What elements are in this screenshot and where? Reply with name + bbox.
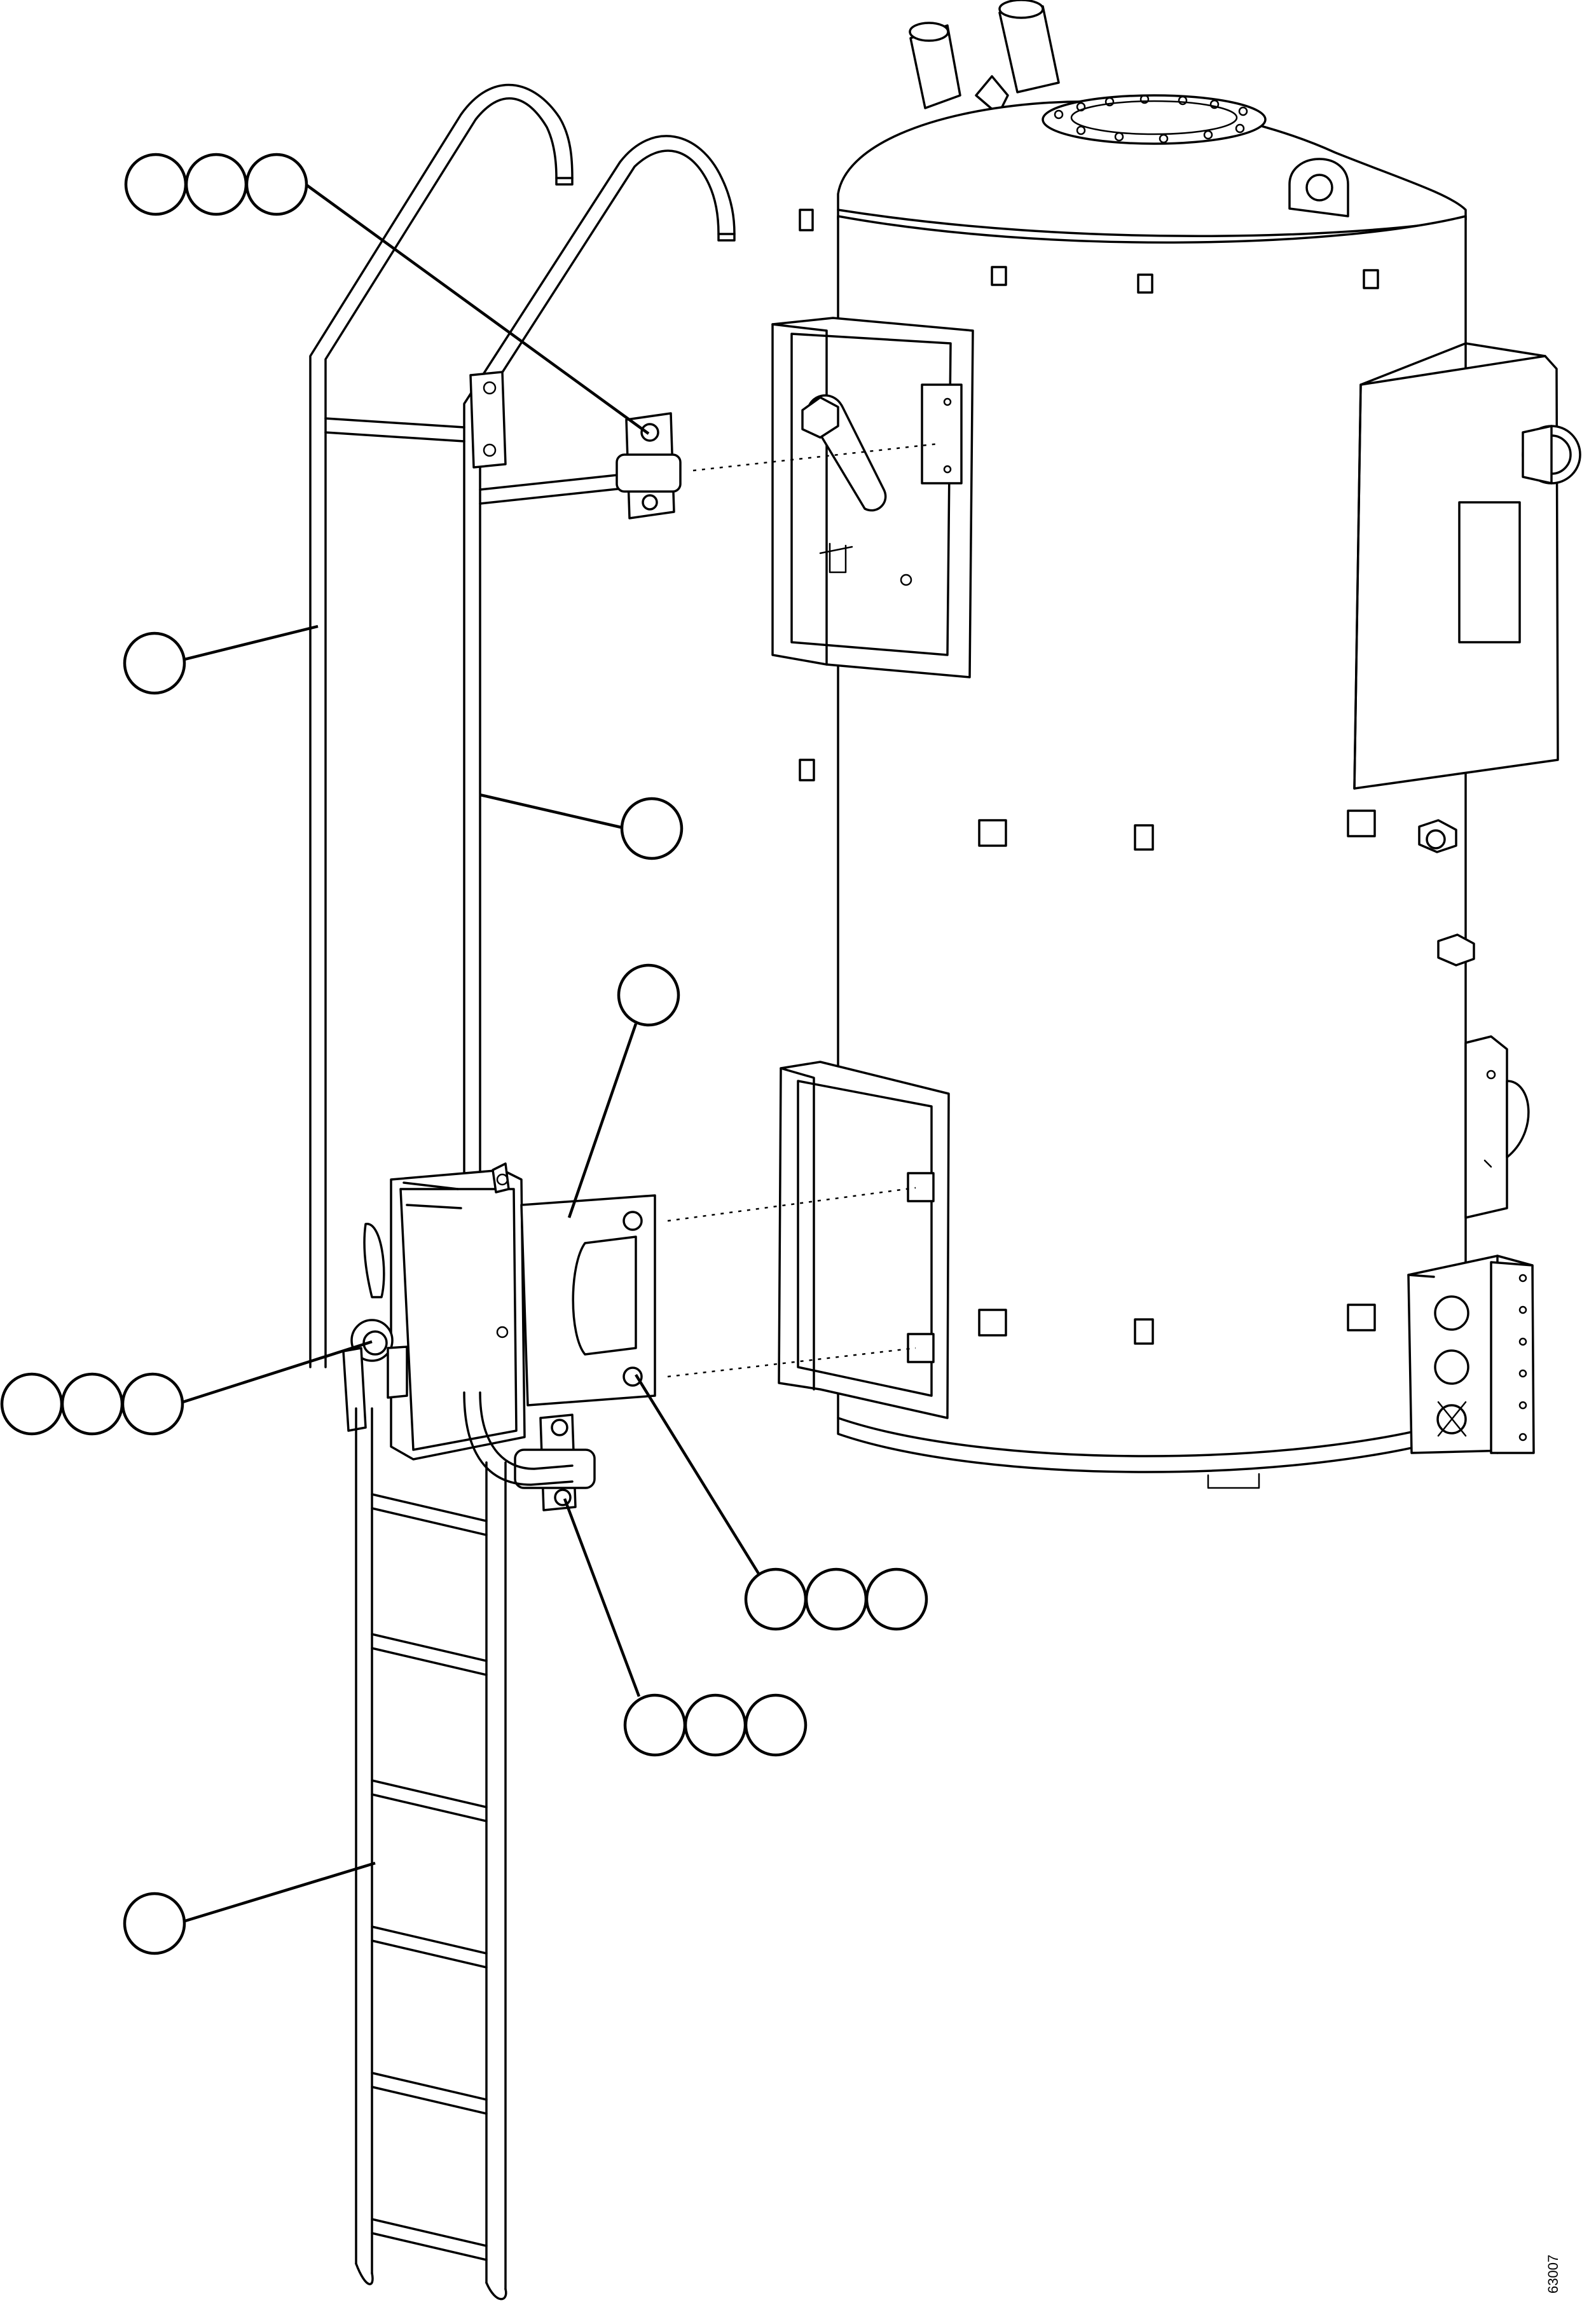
- callout-bubble: [245, 153, 308, 216]
- upper-left-box: [771, 317, 974, 678]
- callout-bubble: [684, 1693, 747, 1757]
- callout-bubble: [623, 1693, 687, 1757]
- callout-bubble-rail-right: [620, 797, 684, 860]
- callout-bubble: [744, 1693, 808, 1757]
- shell-fittings: [1418, 819, 1475, 967]
- leader-lines: [176, 182, 761, 1925]
- callout-bubble: [0, 1372, 64, 1436]
- callout-bubble: [865, 1567, 928, 1631]
- callout-bubble-bracket: [617, 963, 680, 1027]
- lower-ladder: [342, 1347, 574, 2301]
- manhole-cover: [1042, 94, 1267, 145]
- callout-group-1: [124, 153, 308, 216]
- upper-bracket-left: [469, 371, 507, 469]
- callout-bubble-lower-ladder: [123, 1892, 186, 1955]
- callout-group-4: [623, 1693, 808, 1757]
- upper-ladder: [309, 83, 736, 1394]
- callout-bubble: [121, 1372, 184, 1436]
- top-valves: [909, 0, 1060, 116]
- right-panel: [1353, 342, 1581, 790]
- drawing-code: 63007: [1545, 2255, 1561, 2294]
- ladder-rungs: [371, 1493, 488, 2261]
- alignment-lines: [667, 443, 939, 1378]
- callout-group-3: [744, 1567, 928, 1631]
- right-side-fitting: [1464, 1035, 1530, 1219]
- shell-lugs: [799, 209, 1379, 1345]
- callout-group-2: [0, 1372, 184, 1436]
- lower-mount-bracket: [350, 1162, 656, 1511]
- upper-bracket-right: [616, 412, 682, 519]
- callout-bubble: [744, 1567, 808, 1631]
- callout-bubble: [804, 1567, 868, 1631]
- callout-bubble-rail-left: [123, 631, 186, 695]
- callout-bubble: [184, 153, 248, 216]
- tank: [771, 0, 1581, 1489]
- callout-bubble: [124, 153, 188, 216]
- lower-right-box: [1407, 1255, 1535, 1454]
- callout-bubble: [60, 1372, 124, 1436]
- manhole-bolts: [1054, 94, 1248, 144]
- lifting-eye: [1288, 158, 1349, 217]
- lower-left-box: [778, 1061, 950, 1419]
